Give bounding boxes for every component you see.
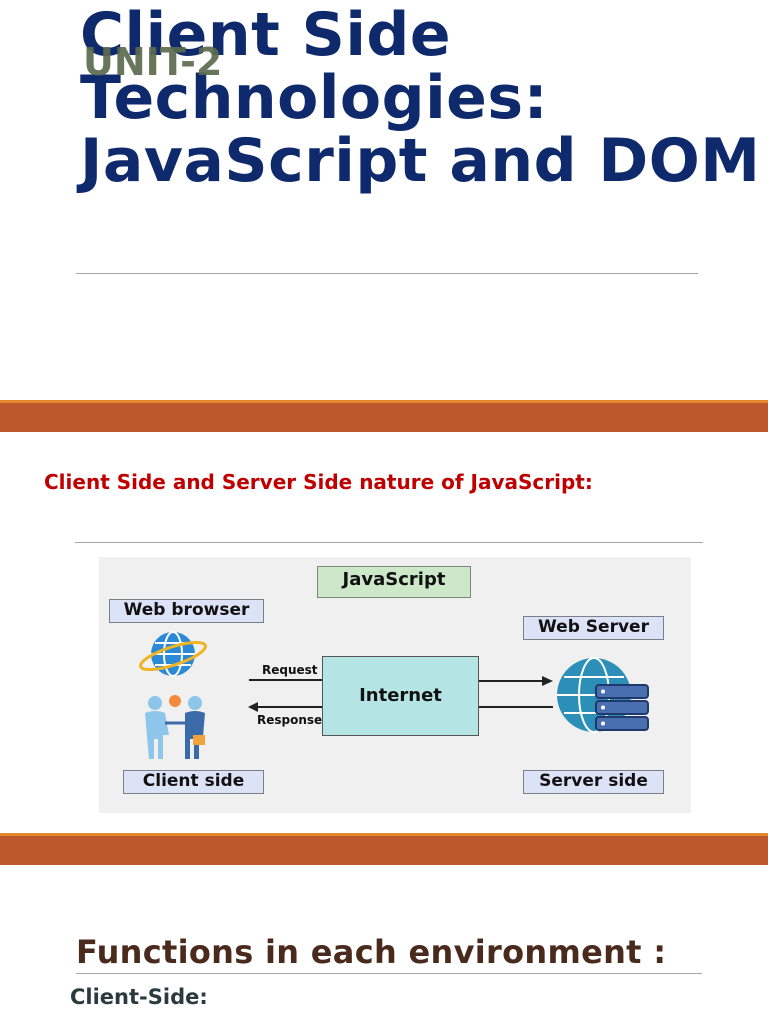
server-side-label: Server side — [523, 770, 664, 794]
response-arrow-icon — [248, 702, 322, 712]
slide-2: Client Side and Server Side nature of Ja… — [0, 432, 768, 832]
web-browser-label: Web browser — [109, 599, 264, 623]
section-heading: Client Side and Server Side nature of Ja… — [44, 470, 593, 494]
title-divider — [76, 273, 698, 274]
javascript-label: JavaScript — [317, 566, 471, 598]
slide-separator-band — [0, 400, 768, 432]
server-arrows-icon — [479, 676, 553, 708]
slide-3: Functions in each environment : Client-S… — [0, 865, 768, 1024]
response-label: Response — [257, 713, 323, 727]
section-heading: Functions in each environment : — [76, 933, 667, 971]
internet-box: Internet — [322, 656, 479, 736]
slide-subtitle: UNIT-2 — [83, 40, 223, 84]
slide-1: Client Side Technologies: JavaScript and… — [0, 0, 768, 400]
globe-icon — [139, 631, 207, 677]
request-arrow-icon — [249, 679, 322, 681]
handshake-people-icon — [145, 695, 205, 759]
web-server-label: Web Server — [523, 616, 664, 640]
slide-title: Client Side Technologies: JavaScript and… — [80, 0, 761, 196]
slide-separator-band — [0, 833, 768, 865]
client-server-diagram: JavaScript Web browser Web Server — [99, 557, 691, 813]
heading-divider — [76, 973, 702, 974]
client-side-label: Client side — [123, 770, 264, 794]
request-label: Request — [262, 663, 318, 677]
heading-divider — [75, 542, 703, 543]
client-side-subheading: Client-Side: — [70, 985, 208, 1009]
server-globe-icon — [557, 657, 649, 733]
